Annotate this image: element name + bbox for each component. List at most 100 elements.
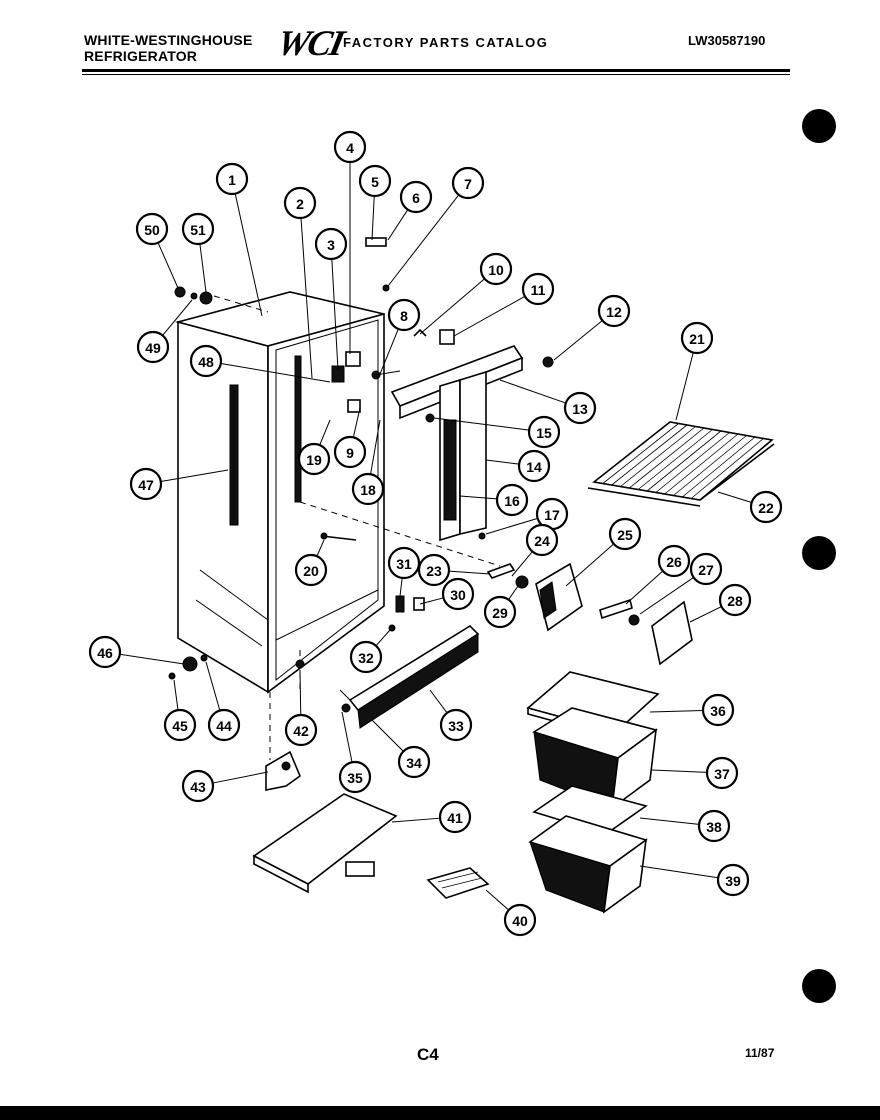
callout-25-label: 25 [617,527,633,543]
clip-12 [542,356,554,368]
screw-15 [425,413,435,423]
shelf-wire [602,423,679,484]
callout-51: 51 [181,212,215,246]
leader-37 [651,769,708,773]
brand-line-1: WHITE-WESTINGHOUSE [84,32,253,48]
leader-47 [160,469,229,482]
callout-23-label: 23 [426,563,442,579]
lower-hinge [265,750,301,791]
callout-4-label: 4 [346,140,354,156]
leader-35 [341,711,353,763]
date-code: 11/87 [745,1046,775,1060]
model-number: LW30587190 [688,33,766,48]
callout-29: 29 [483,595,517,629]
callout-42: 42 [284,713,318,747]
callout-41: 41 [438,800,472,834]
callout-3: 3 [314,227,348,261]
crisper-pan-39 [528,815,648,914]
leader-48 [220,363,331,383]
callout-44-label: 44 [216,718,232,734]
leader-9 [352,407,361,438]
shelf-wire [611,424,688,486]
callout-9-label: 9 [346,445,354,461]
callout-3-label: 3 [327,237,335,253]
callout-30: 30 [441,577,475,611]
callout-31: 31 [387,546,421,580]
callout-36-label: 36 [710,703,726,719]
page-code: C4 [417,1045,439,1064]
leader-43 [212,771,269,784]
callout-14: 14 [517,449,551,483]
leader-22 [717,491,752,504]
callout-8-label: 8 [400,308,408,324]
leader-29 [508,585,519,600]
shelf-wire [664,433,739,495]
callout-36: 36 [701,693,735,727]
drip-tray [252,793,398,894]
leader-40 [485,889,510,911]
shelf-wire [690,438,764,499]
binder-hole-bottom [802,969,836,1003]
callout-24-label: 24 [534,533,550,549]
callout-50-label: 50 [144,222,160,238]
leader-18 [370,419,381,475]
leader-14 [485,459,520,465]
callout-18: 18 [351,472,385,506]
shelf-wire [673,435,747,496]
callout-13: 13 [563,391,597,425]
callout-27: 27 [689,552,723,586]
callout-46: 46 [88,635,122,669]
callout-32: 32 [349,640,383,674]
callout-12: 12 [597,294,631,328]
leader-2 [300,217,313,379]
callout-5: 5 [358,164,392,198]
leader-7 [387,194,460,287]
shelf-wire [655,432,730,493]
shelf-wire [629,427,705,489]
callout-47: 47 [129,467,163,501]
callout-22: 22 [749,490,783,524]
callout-51-label: 51 [190,222,206,238]
upper-hinge-assembly [331,237,455,413]
callout-11-label: 11 [531,282,546,298]
callout-leaders [119,162,752,911]
leader-42 [299,669,302,716]
callout-19-label: 19 [306,452,322,468]
callout-26-label: 26 [666,554,682,570]
screw-32 [388,624,396,632]
callout-41-label: 41 [447,810,463,826]
callout-39: 39 [716,863,750,897]
leader-15 [433,417,530,431]
brand-line-2: REFRIGERATOR [84,48,198,64]
shelf-wire [620,426,696,487]
callout-46-label: 46 [97,645,113,661]
shelf-wire [682,436,756,498]
callout-12-label: 12 [606,304,622,320]
callout-35-label: 35 [347,770,363,786]
callout-44: 44 [207,708,241,742]
binder-hole-top [802,109,836,143]
callout-45-label: 45 [172,718,188,734]
callout-7: 7 [451,166,485,200]
callout-21: 21 [680,321,714,355]
header-rule-thin [82,74,790,75]
callout-17: 17 [535,497,569,531]
bolt-50 [174,286,186,298]
leader-3 [331,258,339,371]
nut-49 [190,292,198,300]
leader-28 [689,606,722,623]
callout-28: 28 [718,583,752,617]
callout-6-label: 6 [412,190,420,206]
divider-panel [439,370,487,542]
left-shelf-rail [229,384,239,526]
leader-31 [399,577,403,597]
leader-20 [316,539,325,557]
callout-19: 19 [297,442,331,476]
callout-23: 23 [417,553,451,587]
leveler-46 [182,656,198,672]
leader-23 [448,570,491,575]
leader-24 [511,551,533,577]
callout-2: 2 [283,186,317,220]
callout-11: 11 [521,272,555,306]
